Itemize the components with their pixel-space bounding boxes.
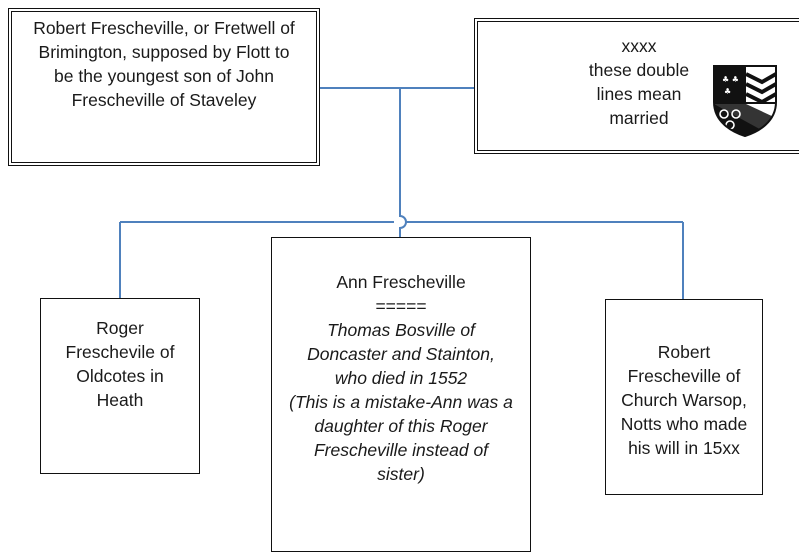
- roger-line: Oldcotes in: [76, 366, 164, 386]
- descent-line: [399, 88, 407, 237]
- founder-box: Robert Frescheville, or Fretwell of Brim…: [8, 8, 320, 166]
- child-box-roger: Roger Freschevile of Oldcotes in Heath: [40, 298, 200, 474]
- roger-line: Freschevile of: [65, 342, 175, 362]
- roger-line: Heath: [96, 390, 144, 410]
- legend-box: xxxx these double lines mean married ♣ ♣…: [474, 18, 799, 154]
- coat-of-arms-shield-icon: ♣ ♣ ♣: [713, 65, 777, 138]
- child-box-robert: Robert Frescheville of Church Warsop, No…: [605, 299, 763, 495]
- legend-line: xxxx: [621, 36, 657, 56]
- spouse-line: who died in 1552: [334, 368, 468, 388]
- spouse-line: Doncaster and Stainton,: [307, 344, 495, 364]
- child-box-ann: Ann Frescheville ===== Thomas Bosville o…: [271, 237, 531, 552]
- founder-line: Brimington, supposed by Flott to: [38, 42, 290, 62]
- robert-line: Robert: [657, 342, 711, 362]
- robert-line: Church Warsop,: [621, 390, 747, 410]
- note-line: Frescheville instead of: [313, 440, 489, 460]
- svg-text:♣ ♣: ♣ ♣: [722, 75, 739, 84]
- founder-line: Frescheville of Staveley: [71, 90, 257, 110]
- svg-text:♣: ♣: [724, 87, 731, 96]
- roger-line: Roger: [96, 318, 144, 338]
- legend-line: these double: [588, 60, 690, 80]
- legend-text: xxxx these double lines mean married: [558, 34, 720, 130]
- note-line: (This is a mistake-Ann was a: [289, 392, 513, 412]
- robert-line: his will in 15xx: [628, 438, 740, 458]
- ann-name: Ann Frescheville: [336, 272, 466, 292]
- founder-line: Robert Frescheville, or Fretwell of: [33, 18, 295, 38]
- founder-line: be the youngest son of John: [54, 66, 274, 86]
- legend-line: married: [609, 108, 669, 128]
- spouse-line: Thomas Bosville of: [327, 320, 475, 340]
- note-line: sister): [377, 464, 425, 484]
- legend-line: lines mean: [596, 84, 682, 104]
- robert-line: Notts who made: [620, 414, 748, 434]
- marriage-marker: =====: [375, 296, 427, 316]
- robert-line: Frescheville of: [627, 366, 741, 386]
- note-line: daughter of this Roger: [314, 416, 488, 436]
